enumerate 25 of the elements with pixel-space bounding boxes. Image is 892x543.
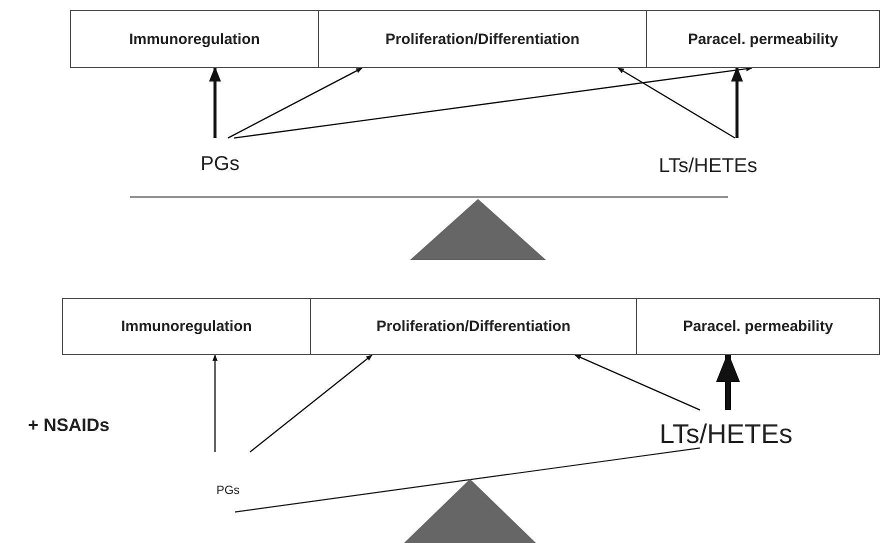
mediator-label: PGs: [200, 154, 240, 174]
category-label: Paracel. permeability: [682, 318, 834, 335]
category-box: [636, 298, 880, 355]
arrow: [250, 354, 372, 452]
category-label: Immunoregulation: [121, 318, 252, 335]
arrow: [209, 66, 221, 138]
category-label: Proliferation/Differentiation: [385, 30, 580, 48]
category-label: Immunoregulation: [129, 30, 260, 48]
mediator-label: LTs/HETEs: [659, 421, 793, 448]
arrow: [228, 67, 363, 139]
arrow: [234, 66, 753, 139]
arrow: [617, 67, 736, 139]
category-box: [70, 10, 319, 68]
category-box: [62, 298, 311, 355]
arrow: [212, 354, 218, 452]
mediator-label: PGs: [216, 484, 240, 496]
category-label: Paracel. permeability: [688, 30, 838, 48]
treatment-label: + NSAIDs: [28, 415, 110, 436]
category-box: [310, 298, 637, 355]
category-box: [318, 10, 647, 68]
mediator-label: LTs/HETEs: [658, 156, 758, 176]
arrow: [574, 354, 700, 411]
arrow: [731, 66, 743, 138]
category-label: Proliferation/Differentiation: [376, 318, 571, 335]
category-box: [646, 10, 880, 68]
